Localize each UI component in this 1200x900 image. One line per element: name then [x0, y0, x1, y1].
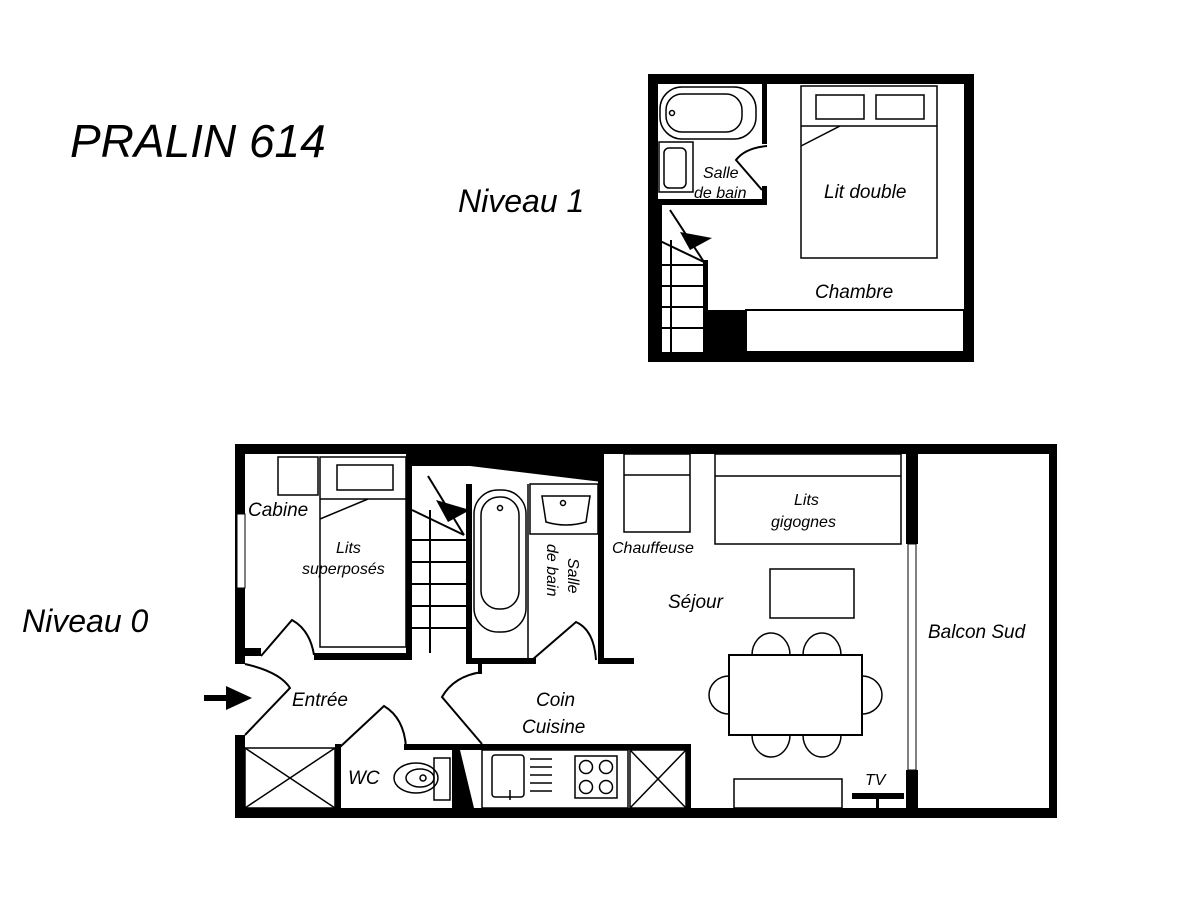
wall — [658, 199, 766, 205]
cabinet — [277, 456, 319, 496]
door-swing — [260, 618, 315, 657]
armchair-label: Chauffeuse — [612, 540, 694, 557]
level-0-label: Niveau 0 — [22, 603, 149, 639]
balcony-label: Balcon Sud — [928, 622, 1027, 643]
wall — [314, 653, 410, 660]
entrance-label: Entrée — [292, 690, 348, 711]
staircase-icon — [406, 454, 602, 660]
wall — [906, 444, 918, 544]
cabin-label: Cabine — [248, 500, 308, 521]
double-bed-icon — [800, 85, 938, 259]
wall — [964, 74, 974, 362]
chair-icon — [708, 632, 883, 758]
coffee-table — [769, 568, 855, 619]
bunk-label: Lits — [336, 540, 361, 557]
bathroom-label: Salle — [564, 558, 581, 594]
entrance-arrow-icon — [204, 686, 252, 710]
wall — [598, 454, 604, 664]
toilet-icon — [393, 757, 451, 801]
kitchen-label: Coin — [536, 690, 575, 711]
wall — [648, 352, 974, 362]
bed-label: Lit double — [824, 182, 906, 203]
wall — [478, 664, 482, 674]
bathroom-label: Salle — [703, 165, 739, 182]
bathroom-label: de bain — [543, 544, 560, 597]
stove-icon — [574, 755, 618, 799]
wall — [708, 310, 746, 352]
wall — [245, 648, 261, 656]
door-swing — [734, 145, 768, 191]
trundle-bed-icon — [714, 453, 902, 545]
trundle-label: gigognes — [771, 514, 836, 531]
wardrobe — [745, 309, 965, 353]
bathroom-label: de bain — [694, 185, 747, 202]
kitchen-counter — [481, 749, 629, 809]
wall — [482, 744, 690, 750]
window — [236, 513, 246, 589]
tv-label: TV — [865, 772, 887, 789]
wall — [648, 74, 974, 84]
wc-label: WC — [348, 768, 380, 789]
trundle-label: Lits — [794, 492, 819, 509]
sink-icon — [541, 495, 591, 526]
bathtub-icon — [659, 86, 757, 140]
wall — [235, 808, 1057, 818]
level-0-plan: Balcon Sud Cabine Lits superposés — [204, 444, 1057, 818]
bathtub-icon — [473, 484, 529, 658]
wall — [466, 484, 472, 664]
wall — [598, 658, 634, 664]
wall — [1049, 444, 1057, 818]
living-label: Séjour — [668, 592, 724, 613]
dining-table-icon — [728, 654, 863, 736]
bedroom-label: Chambre — [815, 282, 893, 303]
kitchen-sink-icon — [491, 754, 552, 800]
wall — [335, 744, 341, 808]
plan-title: PRALIN 614 — [70, 115, 326, 167]
tv-icon — [852, 793, 904, 808]
wall — [762, 84, 767, 144]
wall — [648, 74, 658, 362]
door-swing — [339, 704, 407, 748]
cupboard-icon — [244, 747, 336, 809]
level-1-label: Niveau 1 — [458, 183, 584, 219]
wall — [235, 444, 1057, 454]
entrance-door-swing — [244, 663, 292, 736]
door-swing — [531, 620, 597, 661]
wall — [906, 770, 918, 818]
sideboard — [733, 778, 843, 809]
armchair-icon — [623, 453, 691, 533]
sink-icon — [658, 141, 694, 193]
wall — [452, 750, 474, 808]
cupboard-icon — [629, 744, 691, 809]
level-1-plan: Salle de bain Lit double Chambre — [648, 74, 974, 362]
balcony-window — [907, 543, 917, 771]
wall — [762, 186, 767, 205]
wall — [466, 658, 536, 664]
kitchen-label: Cuisine — [522, 717, 585, 738]
bunk-bed-icon — [319, 456, 407, 648]
door-swing — [440, 671, 483, 745]
staircase-icon — [657, 205, 712, 352]
wall — [404, 744, 482, 750]
wall — [235, 735, 245, 818]
bunk-label: superposés — [302, 561, 385, 578]
